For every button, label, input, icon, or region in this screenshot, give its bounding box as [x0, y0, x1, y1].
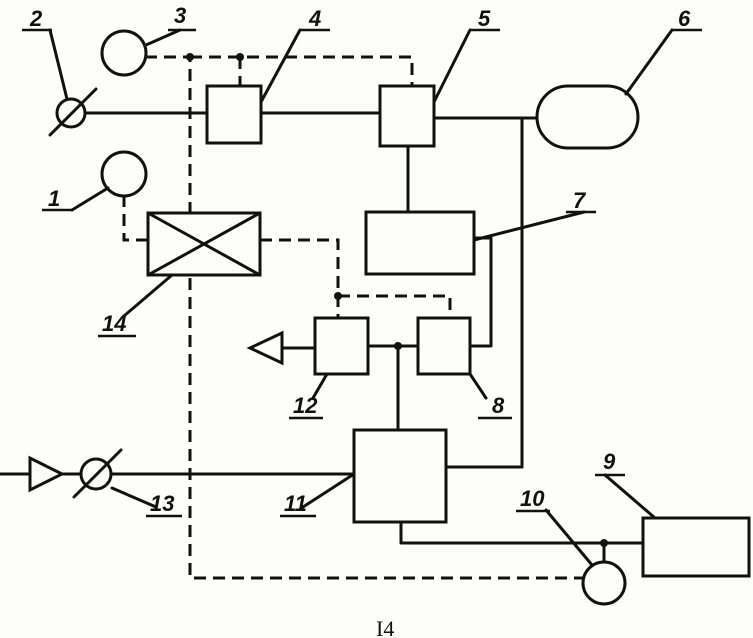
gauge-3 [100, 29, 148, 77]
junction-dot [186, 53, 194, 61]
leader-6 [624, 28, 674, 96]
leader-7 [472, 210, 586, 242]
valve-2 [48, 87, 98, 137]
gauge-10 [581, 560, 627, 606]
junction-dot [600, 539, 608, 547]
tank-6 [535, 84, 640, 150]
label-6: 6 [678, 6, 691, 31]
block-7 [364, 210, 476, 276]
leader-12 [311, 372, 329, 400]
block-11 [352, 428, 448, 524]
leader-2 [48, 28, 69, 101]
block-8 [416, 316, 472, 376]
outlet-triangle [246, 330, 284, 366]
label-7: 7 [573, 188, 587, 213]
block-5 [378, 84, 436, 148]
block-14-cross [146, 211, 262, 277]
label-2: 2 [29, 6, 43, 31]
dash-3-to-5 [190, 55, 414, 86]
page-number: I4 [376, 616, 394, 638]
label-13: 13 [150, 491, 174, 516]
leader-3 [144, 28, 182, 47]
label-5: 5 [478, 6, 491, 31]
leader-8 [468, 372, 488, 400]
junction-dot [236, 53, 244, 61]
block-9 [641, 516, 751, 578]
junction-dots [186, 53, 608, 547]
valve-13-stem [72, 448, 123, 499]
block-12 [313, 316, 370, 376]
label-12: 12 [293, 393, 318, 418]
leader-11 [301, 472, 356, 509]
dash-3-to-10 [145, 55, 584, 580]
dashed-lines [122, 55, 584, 580]
leader-4 [259, 28, 302, 104]
dash-1-to-14 [122, 195, 148, 242]
label-1: 1 [48, 186, 60, 211]
leader-lines [48, 28, 674, 567]
label-8: 8 [492, 393, 505, 418]
gauge-1 [100, 150, 148, 198]
junction-dot [394, 342, 402, 350]
inlet-triangle [28, 455, 66, 493]
leader-5 [432, 28, 472, 104]
label-4: 4 [308, 6, 321, 31]
junction-dot [334, 292, 342, 300]
block-14 [146, 211, 262, 277]
valve-13 [72, 448, 123, 499]
leader-1 [70, 186, 110, 212]
valve-2-stem [48, 87, 98, 137]
label-3: 3 [174, 3, 186, 28]
leader-9 [603, 473, 657, 520]
label-9: 9 [603, 449, 616, 474]
block-4 [205, 84, 263, 145]
labels: 2 3 4 5 6 1 7 14 12 8 11 13 10 9 [22, 3, 702, 518]
label-10: 10 [520, 486, 545, 511]
leader-13 [110, 486, 158, 509]
line-11-to-9 [399, 520, 645, 545]
label-14: 14 [102, 311, 126, 336]
dash-14-to-12 [260, 238, 340, 318]
leader-10 [544, 508, 594, 567]
leader-14 [122, 273, 174, 318]
dash-to-8 [338, 294, 452, 318]
label-11: 11 [284, 491, 307, 516]
